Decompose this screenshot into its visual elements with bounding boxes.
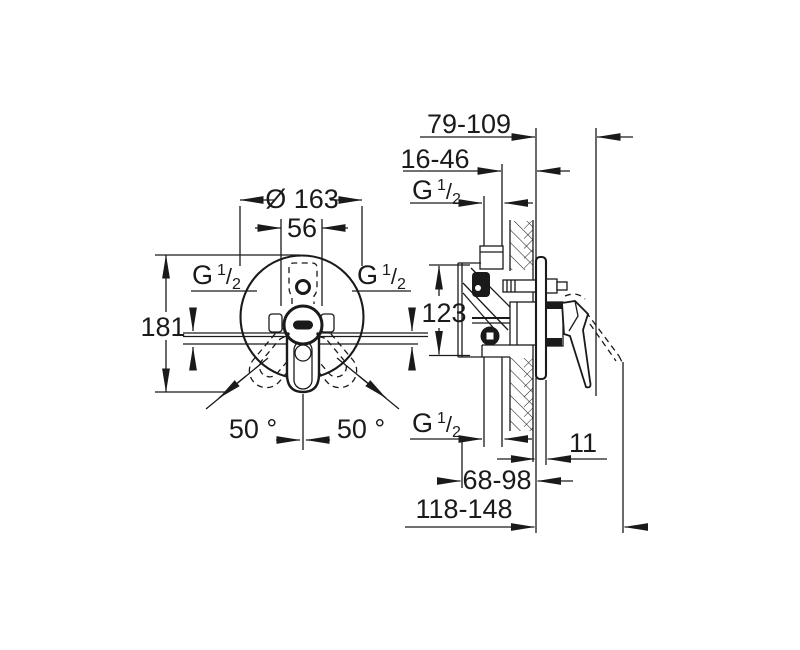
wall-section [509,220,534,462]
hub-dot-right [316,332,320,336]
svg-text:G1/2: G1/2 [412,175,461,208]
dim-depth-finish-label: 16-46 [400,144,469,174]
hub-dot-left [286,332,290,336]
stem-stub-end [556,281,568,291]
svg-text:G1/2: G1/2 [357,260,406,293]
lever-side-open-dashed [564,293,586,300]
dim-diameter-label: Ø 163 [265,184,339,214]
top-port-dashed-outline [288,262,318,304]
dim-ports-span: 123 [421,264,470,357]
lever-side-closed [561,300,592,389]
escutcheon-plate-side [534,255,548,381]
svg-text:G1/2: G1/2 [192,260,241,293]
dim-spacing: 56 [255,213,348,243]
dim-depth-total: 79-109 [420,109,633,141]
screw-socket [486,332,494,340]
handle-side [545,293,623,389]
dim-handle-reach: 118-148 [405,494,648,531]
dim-depth-body: 68-98 [437,440,573,495]
dim-escutcheon-label: 11 [569,428,597,458]
left-port-ear [268,313,283,333]
hub-slot [293,320,313,330]
dim-depth-body-label: 68-98 [462,465,531,495]
dim-height-label: 181 [140,312,185,342]
valve-body [457,245,568,358]
dim-handle-reach-label: 118-148 [415,494,512,524]
dim-swing-angles: 50 ° 50 ° [205,357,400,450]
svg-text:G1/2: G1/2 [412,408,461,441]
dim-spacing-label: 56 [287,213,317,243]
dim-depth-finish: 16-46 [400,144,570,175]
cartridge-through-wall [509,301,537,346]
dim-ports-span-label: 123 [421,298,466,328]
dim-diameter: Ø 163 [239,184,363,266]
dim-depth-total-label: 79-109 [427,109,511,139]
elbow-nut-notch [475,285,481,291]
pipe-elbow [479,245,504,270]
dim-escutcheon-thickness: 11 [497,428,607,463]
supply-pipes [483,164,503,447]
dim-swing-right-label: 50 ° [337,414,385,444]
top-port-ring [295,279,311,295]
dim-swing-left-label: 50 ° [229,414,277,444]
elbow-nut [472,272,490,297]
side-view: 123 79-109 16-46 G1/2 G1/2 11 [400,109,648,533]
dim-height: 181 [140,254,186,393]
